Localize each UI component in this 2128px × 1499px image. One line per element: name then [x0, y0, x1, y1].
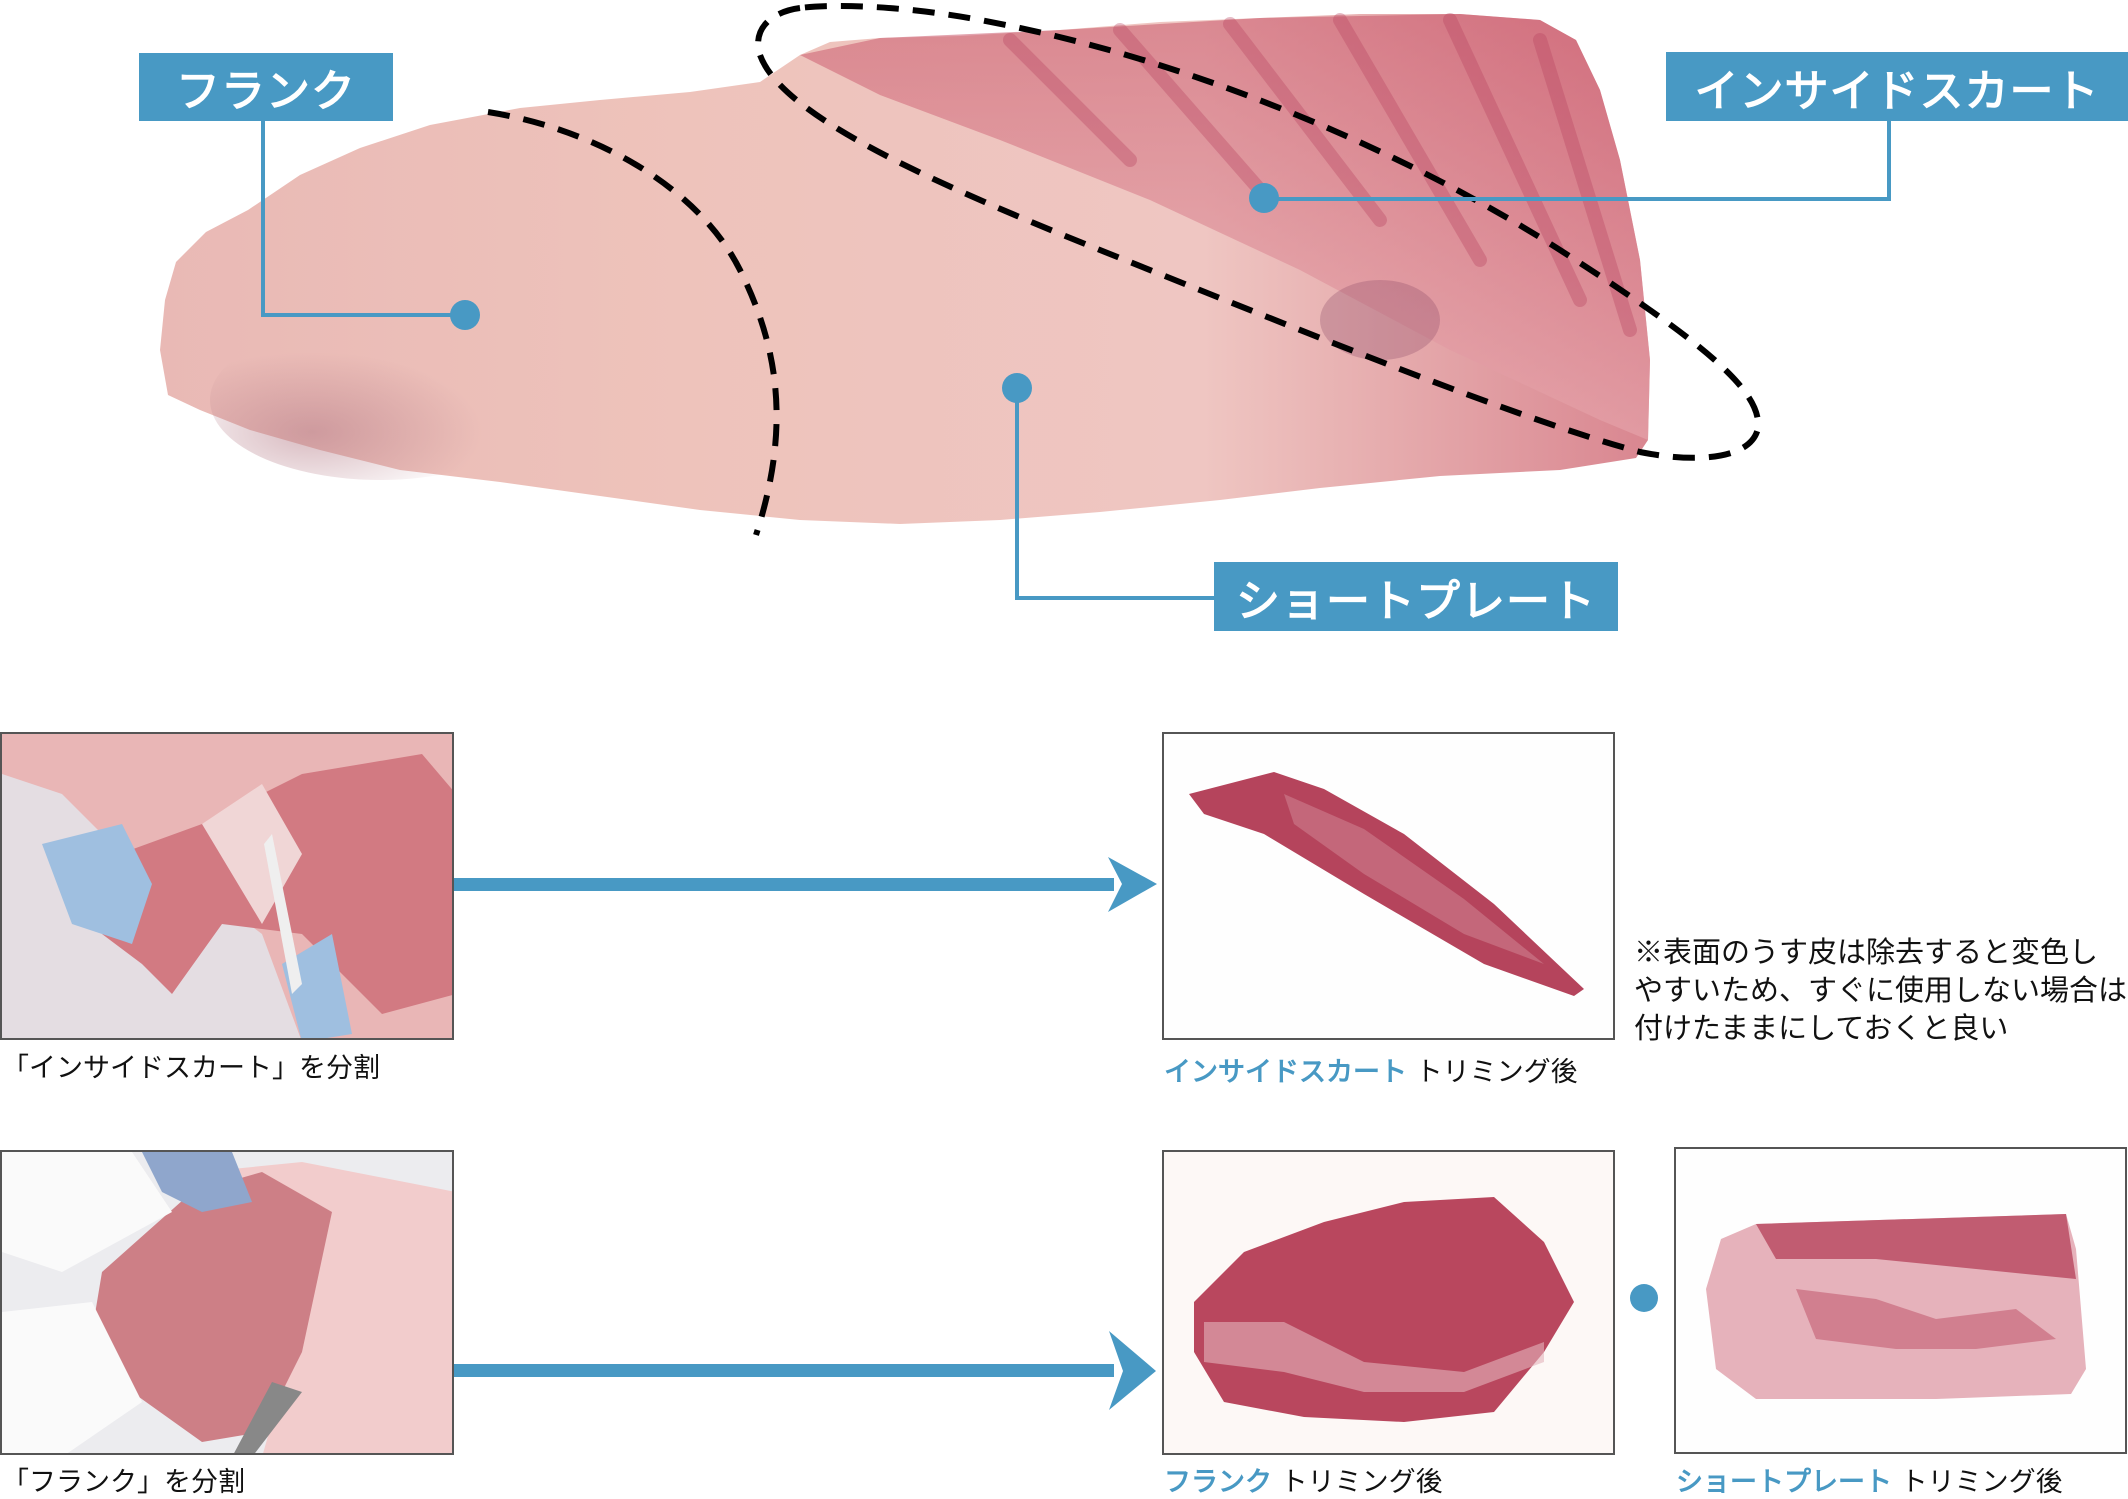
photo-cutting-inside-skirt: [0, 732, 454, 1040]
bullet-dot-icon: [1630, 1284, 1658, 1312]
result-caption: フランク トリミング後: [1164, 1460, 1443, 1499]
inside-skirt-connector: [1264, 121, 1891, 201]
photo-flank-trimmed: [1162, 1150, 1615, 1455]
arrow-icon: [454, 1331, 1156, 1410]
note-line: やすいため、すぐに使用しない場合は: [1634, 973, 2128, 1007]
result-caption: ショートプレート トリミング後: [1676, 1460, 2063, 1499]
result-suffix: トリミング後: [1407, 1057, 1578, 1088]
result-name: インサイドスカート: [1164, 1057, 1407, 1088]
inside-skirt-boundary: [755, 3, 1762, 461]
result-suffix: トリミング後: [1272, 1467, 1443, 1498]
result-suffix: トリミング後: [1892, 1467, 2063, 1498]
flank-cut-line: [487, 109, 780, 536]
result-name: ショートプレート: [1676, 1467, 1892, 1498]
label-inside-skirt: インサイドスカート: [1666, 52, 2128, 121]
rib-marbling: [800, 14, 1650, 440]
rib-stripes: [1003, 13, 1637, 337]
flank-marker-dot: [450, 300, 480, 330]
flank-connector: [261, 121, 465, 317]
photo-cutting-flank: [0, 1150, 454, 1455]
short-plate-connector: [1015, 388, 1214, 600]
result-name: フランク: [1164, 1467, 1272, 1498]
process-caption: 「インサイドスカート」を分割: [2, 1053, 380, 1084]
note-text: ※表面のうす皮は除去すると変色し やすいため、すぐに使用しない場合は 付けたまま…: [1634, 933, 2127, 1047]
photo-short-plate-trimmed: [1674, 1147, 2127, 1454]
result-caption: インサイドスカート トリミング後: [1164, 1050, 1578, 1089]
note-line: 付けたままにしておくと良い: [1634, 1011, 2009, 1045]
label-flank: フランク: [139, 53, 393, 121]
short-plate-marker-dot: [1002, 373, 1032, 403]
label-short-plate: ショートプレート: [1214, 562, 1618, 631]
inside-skirt-marker-dot: [1249, 183, 1279, 213]
photo-inside-skirt-trimmed: [1162, 732, 1615, 1040]
process-caption: 「フランク」を分割: [2, 1467, 245, 1498]
arrow-icon: [454, 857, 1157, 912]
note-line: ※表面のうす皮は除去すると変色し: [1634, 935, 2099, 969]
